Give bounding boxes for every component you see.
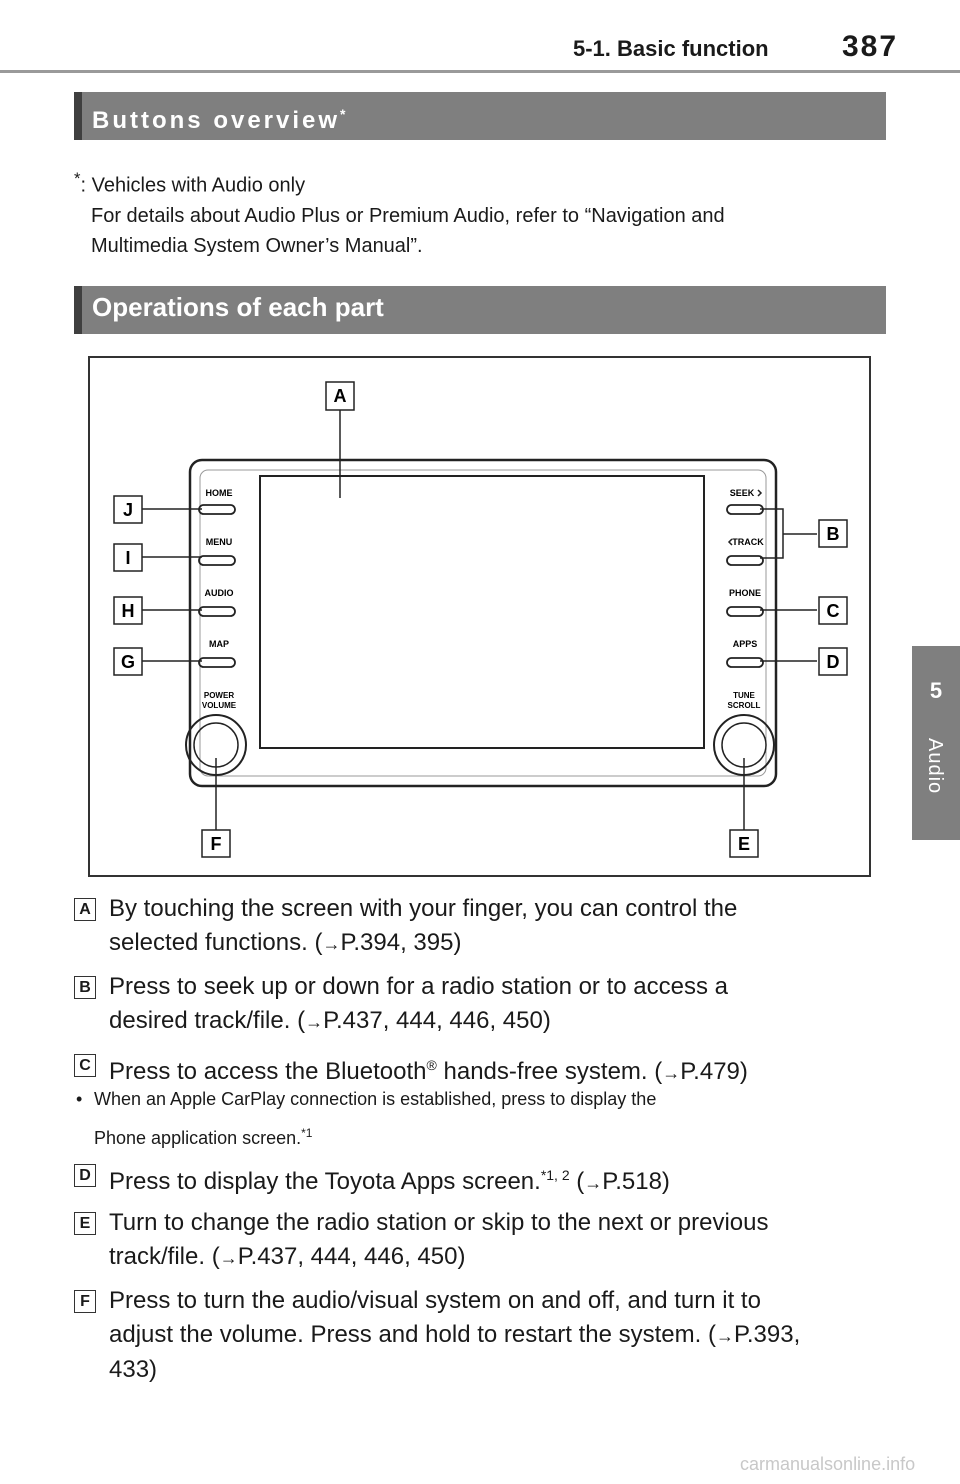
bullet-dot-icon: • [76,1089,83,1109]
watermark: carmanualsonline.info [740,1454,916,1474]
callout-j [113,495,143,524]
apps-button [726,657,764,668]
callout-f-label: F [211,834,222,854]
description-badge: B [74,976,96,999]
button-label-track: TRACK [732,537,764,547]
callout-f [201,829,231,858]
callout-a-label: A [334,386,347,406]
callout-e-label: E [738,834,750,854]
track-chevron-icon [727,538,733,546]
seek-chevron-icon [757,489,763,497]
chapter-number: 5 [929,678,943,703]
header-rule [0,70,960,73]
map-button [198,657,236,668]
button-label-home: HOME [206,488,233,498]
track-button [726,555,764,566]
description-badge: C [74,1054,96,1077]
description-text: Press to seek up or down for a radio sta… [109,973,728,1034]
callout-c [818,596,848,625]
section-title-mark: * [340,106,346,122]
touch-screen [259,475,705,749]
button-label-map: MAP [209,639,229,649]
menu-button [198,555,236,566]
heading-marker [74,286,82,334]
chapter-label: Audio [924,738,946,795]
callout-i-label: I [125,548,130,568]
button-label-audio: AUDIO [205,588,234,598]
section-heading-buttons-overview: Buttons overview* [74,92,886,140]
button-label-phone: PHONE [729,588,761,598]
chapter-tab: 5 Audio [912,646,960,840]
button-label-menu: MENU [206,537,233,547]
description-badge: E [74,1212,96,1235]
callout-a [325,381,355,411]
callout-h [113,596,143,625]
page-number: 387 [842,30,899,63]
knob-label-tune: TUNE [733,691,755,700]
section-title: Operations of each part [92,292,384,322]
phone-button [726,606,764,617]
leader-lines [140,410,817,830]
arrow-icon: → [715,1326,734,1346]
unit-bezel [188,458,778,788]
callout-c-label: C [827,601,840,621]
footnote-line-3: Multimedia System Owner’s Manual”. [91,234,423,257]
description-text: Press to turn the audio/visual system on… [109,1287,801,1383]
footnote-mark: * [74,169,81,188]
head-unit-figure: HOME MENU AUDIO MAP SEEK TRACK PHONE APP… [88,356,871,877]
arrow-icon: → [219,1248,238,1268]
callout-i [113,543,143,572]
head-unit-illustration: HOME MENU AUDIO MAP SEEK TRACK PHONE APP… [113,381,848,858]
button-label-apps: APPS [733,639,758,649]
description-text: Press to display the Toyota Apps screen.… [109,1167,670,1195]
description-text: Press to access the Bluetooth® hands-fre… [109,1057,748,1085]
seek-button [726,504,764,515]
callout-j-label: J [123,500,133,520]
knob-label-scroll: SCROLL [728,701,761,710]
callout-d [818,647,848,676]
callout-g [113,647,143,676]
arrow-icon: → [305,1012,324,1032]
callout-e [729,829,759,858]
callout-g-label: G [121,652,135,672]
description-badge: F [74,1290,96,1313]
button-label-seek: SEEK [730,488,755,498]
knob-label-volume: VOLUME [202,701,237,710]
footnote-line-2: For details about Audio Plus or Premium … [91,204,725,227]
description-text: By touching the screen with your finger,… [109,895,738,956]
heading-marker [74,92,82,140]
audio-button [198,606,236,617]
description-badge: A [74,898,96,921]
description-badge: D [74,1164,96,1187]
unit-inner-bezel [199,469,767,777]
callout-h-label: H [122,601,135,621]
section-heading-operations: Operations of each part [74,286,886,334]
description-text: Turn to change the radio station or skip… [109,1209,769,1270]
callout-d-label: D [827,652,840,672]
callout-boxes: A J I H G B C D F E [113,381,848,858]
callout-b [818,519,848,548]
footnote-line-1: : Vehicles with Audio only [80,174,306,197]
arrow-icon: → [584,1173,603,1193]
home-button [198,504,236,515]
arrow-icon: → [322,934,341,954]
section-title: Buttons overview [92,107,341,134]
running-header-section: 5-1. Basic function [573,36,769,61]
callout-b-label: B [827,524,840,544]
bullet-note: • When an Apple CarPlay connection is es… [74,1082,874,1155]
footnote: *: Vehicles with Audio only For details … [74,164,725,261]
knob-label-power: POWER [204,691,234,700]
arrow-icon: → [662,1063,681,1083]
